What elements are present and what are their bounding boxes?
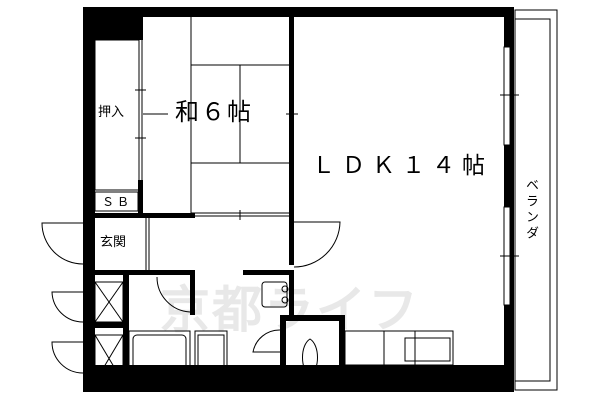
room-label-washitsu: 和６帖 (175, 98, 253, 126)
room-label-oshiire: 押入 (98, 105, 125, 120)
room-label-shoebox: ＳＢ (102, 195, 133, 209)
room-label-veranda: ベランダ (523, 178, 538, 242)
walls (83, 7, 514, 392)
fixtures (41, 9, 558, 391)
room-label-ldk: ＬＤＫ１４帖 (312, 153, 492, 179)
room-label-genkan: 玄関 (100, 235, 127, 250)
